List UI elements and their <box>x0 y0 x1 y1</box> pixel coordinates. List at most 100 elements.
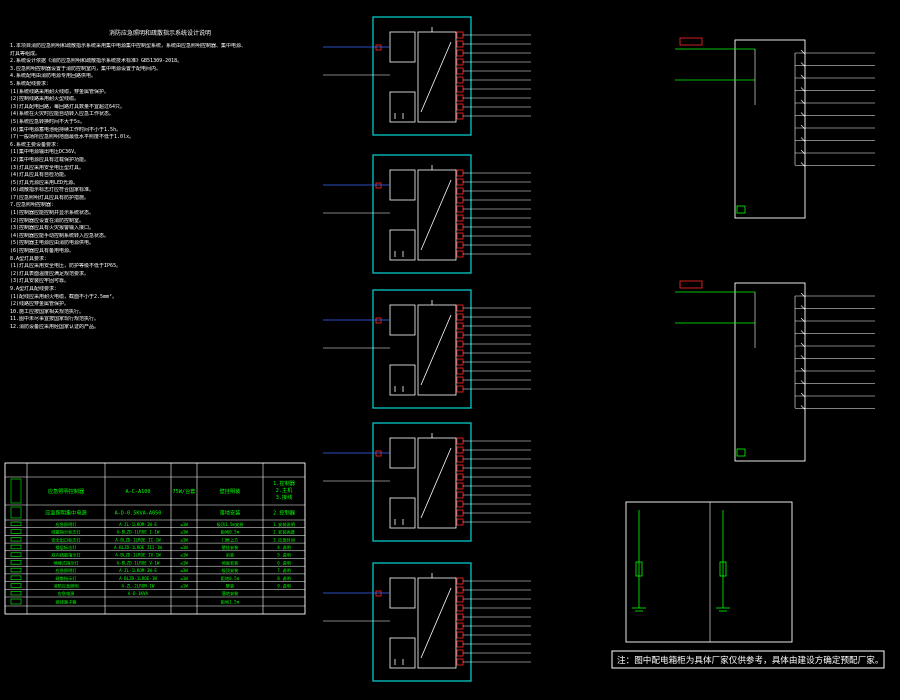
legend-symbol <box>10 583 22 588</box>
box-code-tag <box>736 205 746 214</box>
output-breaker <box>456 586 464 594</box>
spd-symbol <box>719 561 727 577</box>
notes-line: 10.施工应按国家相关规范执行。 <box>10 308 85 315</box>
table-cell: 2.安装高度 <box>273 529 296 536</box>
legend-symbol <box>10 567 22 573</box>
table-cell: 疏散指示灯 <box>56 575 78 582</box>
notes-line: 8.A型灯具要求： <box>10 255 50 262</box>
notes-line: (6)控制器应具有备用电源。 <box>10 248 75 255</box>
spd-frame <box>625 501 793 643</box>
distribution-panel <box>323 289 531 409</box>
table-cell: A-BLZD-1LROE I-1W <box>117 530 160 535</box>
breaker-symbol <box>800 292 806 298</box>
notes-line: (2)灯具表面温度应满足规范要求。 <box>10 270 90 277</box>
output-breaker <box>456 85 464 93</box>
output-breaker <box>456 94 464 102</box>
design-notes: 消防应急照明和疏散指示系统设计说明 1.本项目消防应急照明和疏散指示系统采用集中… <box>10 28 310 332</box>
input-terminal <box>375 450 382 457</box>
table-cell: A-BLZD-1LROE-1W <box>119 576 157 581</box>
legend-symbol <box>10 544 22 550</box>
output-breaker <box>456 595 464 603</box>
table-cell: 双向疏散指示灯 <box>51 552 81 559</box>
output-breaker <box>456 649 464 657</box>
table-cell: ≤1W <box>180 545 188 550</box>
table-cell: A-D-1KVA <box>128 591 149 596</box>
spd-outer-frame <box>625 501 793 643</box>
bus-diagonal <box>420 314 452 386</box>
distribution-panel <box>323 422 531 542</box>
notes-line: (7)应急照明灯具应具有防护措施。 <box>10 194 90 201</box>
spd-unit <box>716 510 730 612</box>
output-breaker <box>456 385 464 393</box>
bus-diagonal <box>420 587 452 659</box>
output-breaker <box>456 331 464 339</box>
output-breaker <box>456 613 464 621</box>
table-cell: 应急电源 <box>58 590 76 597</box>
table-cell: 地面安装 <box>222 559 240 566</box>
power-unit-box <box>389 437 416 469</box>
table-cell: 2.主机 <box>276 486 293 494</box>
table-cell: 消防应急照明 <box>53 582 78 589</box>
panel-frame <box>372 422 472 542</box>
output-breaker <box>456 67 464 75</box>
breaker-symbol <box>800 305 806 310</box>
table-cell: 壁装 <box>226 582 235 589</box>
notes-line: 9.A型灯具配线要求： <box>10 286 60 292</box>
table-cell: A-BLZD-1LROE III-1W <box>114 545 162 550</box>
breaker-symbol <box>800 330 806 335</box>
notes-line: (5)系统应急转换时间不大于5s。 <box>10 118 86 125</box>
table-cell: 7.说明 <box>277 567 290 574</box>
spd-unit <box>632 510 646 612</box>
breaker-symbol <box>800 87 806 92</box>
notes-title: 消防应急照明和疏散指示系统设计说明 <box>108 30 211 37</box>
breaker-symbol <box>800 355 806 360</box>
panel-frame <box>372 154 472 274</box>
input-meter <box>679 37 703 46</box>
notes-line: 1.本项目消防应急照明和疏散指示系统采用集中电源集中控制型系统，系统由应急照明控… <box>10 43 247 49</box>
output-breaker <box>456 509 464 517</box>
output-breaker <box>456 187 464 195</box>
footer-note: 注：图中配电箱柜为具体厂家仅供参考，具体由建设方确定预配厂家。 <box>617 654 883 666</box>
bus-diagonal <box>420 179 452 251</box>
output-breaker <box>456 232 464 240</box>
output-breaker <box>456 196 464 204</box>
table-cell: 3.接线 <box>276 493 293 501</box>
notes-line: (3)灯具配电回路，每回路灯具数量不宜超过64只。 <box>10 103 126 110</box>
bus-box <box>417 577 457 669</box>
legend-symbol <box>10 537 22 542</box>
notes-line: 5.系统配线要求： <box>10 80 52 87</box>
distribution-panel <box>323 562 531 682</box>
output-breaker <box>456 358 464 366</box>
table-cell: ≤1W <box>180 583 188 588</box>
bus-box <box>417 169 457 261</box>
table-cell: ≤1W <box>180 576 188 581</box>
legend-symbol <box>10 521 22 527</box>
output-breaker <box>456 473 464 481</box>
box-frame <box>734 282 806 462</box>
table-cell: 接线端子箱 <box>56 599 77 606</box>
table-cell: A-BLZD-1LROE IV-1W <box>115 553 161 558</box>
table-cell: 壁挂明装 <box>220 487 241 495</box>
notes-line: (1)系统线路采用耐火线缆，穿金属管保护。 <box>10 88 110 95</box>
battery-box <box>389 229 416 261</box>
legend-symbol <box>10 560 22 565</box>
spd-symbol <box>635 561 643 577</box>
output-breaker <box>456 482 464 490</box>
table-cell: A-C-A100 <box>126 489 151 495</box>
table-cell: 应急照明集中电源 <box>45 509 87 517</box>
table-cell: 落地安装 <box>222 590 240 597</box>
breaker-symbol <box>800 317 806 323</box>
power-unit-box <box>389 304 416 336</box>
notes-line: (6)疏散指示标志灯应符合国家标准。 <box>10 187 95 194</box>
output-breaker <box>456 214 464 222</box>
table-cell: A-ZL-1LROM-3W-E <box>119 568 157 573</box>
output-breaker <box>456 658 464 666</box>
notes-line: (2)控制器应设置在消防控制室。 <box>10 217 85 224</box>
breaker-symbol <box>800 124 806 130</box>
legend-symbol <box>10 529 22 534</box>
table-cell: 距地0.5m <box>221 529 240 535</box>
fire-distribution-box <box>675 37 875 219</box>
output-breaker <box>456 49 464 57</box>
